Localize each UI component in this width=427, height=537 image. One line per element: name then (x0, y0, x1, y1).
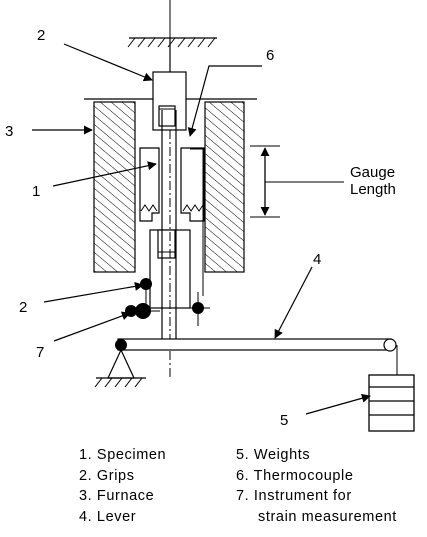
legend-item-weights: 5. Weights (236, 447, 310, 463)
weights (368, 374, 415, 432)
callout-1: 1 (32, 183, 40, 200)
furnace (84, 98, 257, 273)
callout-4: 4 (313, 251, 321, 268)
leader-lines (32, 43, 371, 415)
callout-5: 5 (280, 412, 288, 429)
legend-item-instrument: 7. Instrument for (236, 488, 352, 504)
pivot-support (94, 348, 146, 388)
callout-3: 3 (5, 123, 13, 140)
callout-6: 6 (266, 47, 274, 64)
gauge-label-line1: Gauge (350, 164, 395, 181)
gauge-length-dimension (250, 145, 344, 218)
legend-item-instrument-cont: strain measurement (258, 509, 397, 525)
legend-item-grips: 2. Grips (79, 468, 135, 484)
callout-7: 7 (36, 344, 44, 361)
specimen (161, 110, 177, 380)
upper-grip (152, 71, 187, 131)
gauge-label-line2: Length (350, 181, 396, 198)
callout-2-bottom: 2 (19, 299, 27, 316)
legend-item-furnace: 3. Furnace (79, 488, 154, 504)
legend-item-thermocouple: 6. Thermocouple (236, 468, 354, 484)
legend-item-specimen: 1. Specimen (79, 447, 166, 463)
top-support (127, 0, 217, 72)
legend: 1. Specimen 2. Grips 3. Furnace 4. Lever… (79, 447, 397, 525)
strain-instrument (125, 278, 210, 326)
legend-item-lever: 4. Lever (79, 509, 136, 525)
callout-2-top: 2 (37, 27, 45, 44)
lever (115, 338, 398, 378)
thermocouple (190, 148, 204, 296)
